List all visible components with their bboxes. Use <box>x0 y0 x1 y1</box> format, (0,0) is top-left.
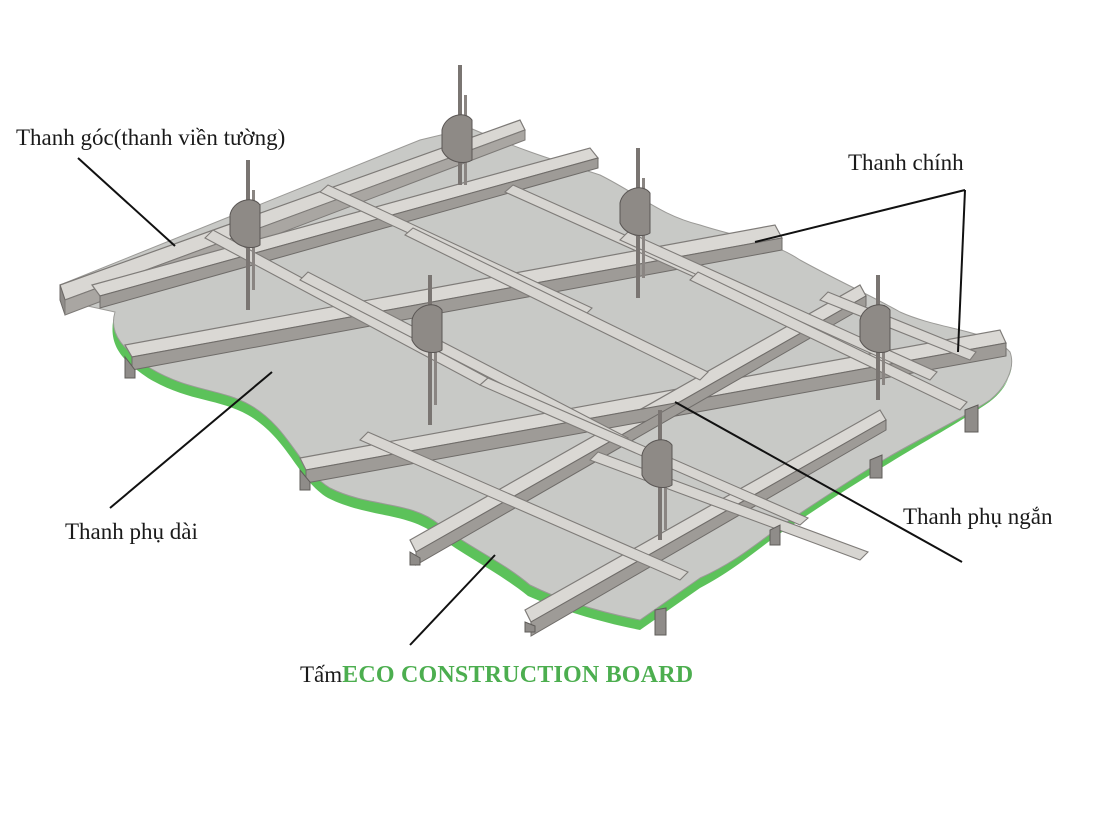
leader-board <box>409 554 496 646</box>
label-main-rail: Thanh chính <box>848 150 964 175</box>
hanger <box>619 148 651 298</box>
hanger <box>859 275 891 400</box>
leader-main-rail-2 <box>957 189 966 353</box>
leader-corner-rail <box>77 157 176 247</box>
label-board: TấmECO CONSTRUCTION BOARD <box>300 663 693 687</box>
hanger <box>229 160 261 310</box>
hanger <box>411 275 443 425</box>
hanger <box>441 65 473 185</box>
leader-short-cross-rail <box>674 401 963 563</box>
label-board-brand: ECO CONSTRUCTION BOARD <box>342 662 694 688</box>
hangers <box>229 65 891 540</box>
leader-long-cross-rail <box>109 371 273 509</box>
leader-lines <box>77 157 966 646</box>
label-corner-rail: Thanh góc(thanh viền tường) <box>16 125 286 150</box>
main-rail-webs <box>99 157 1007 637</box>
label-board-prefix: Tấm <box>300 662 343 687</box>
rail-end-caps <box>124 355 979 636</box>
label-short-cross-rail: Thanh phụ ngắn <box>903 504 1053 529</box>
hanger <box>641 410 673 540</box>
label-long-cross-rail: Thanh phụ dài <box>65 519 198 544</box>
leader-main-rail-1 <box>754 189 966 243</box>
